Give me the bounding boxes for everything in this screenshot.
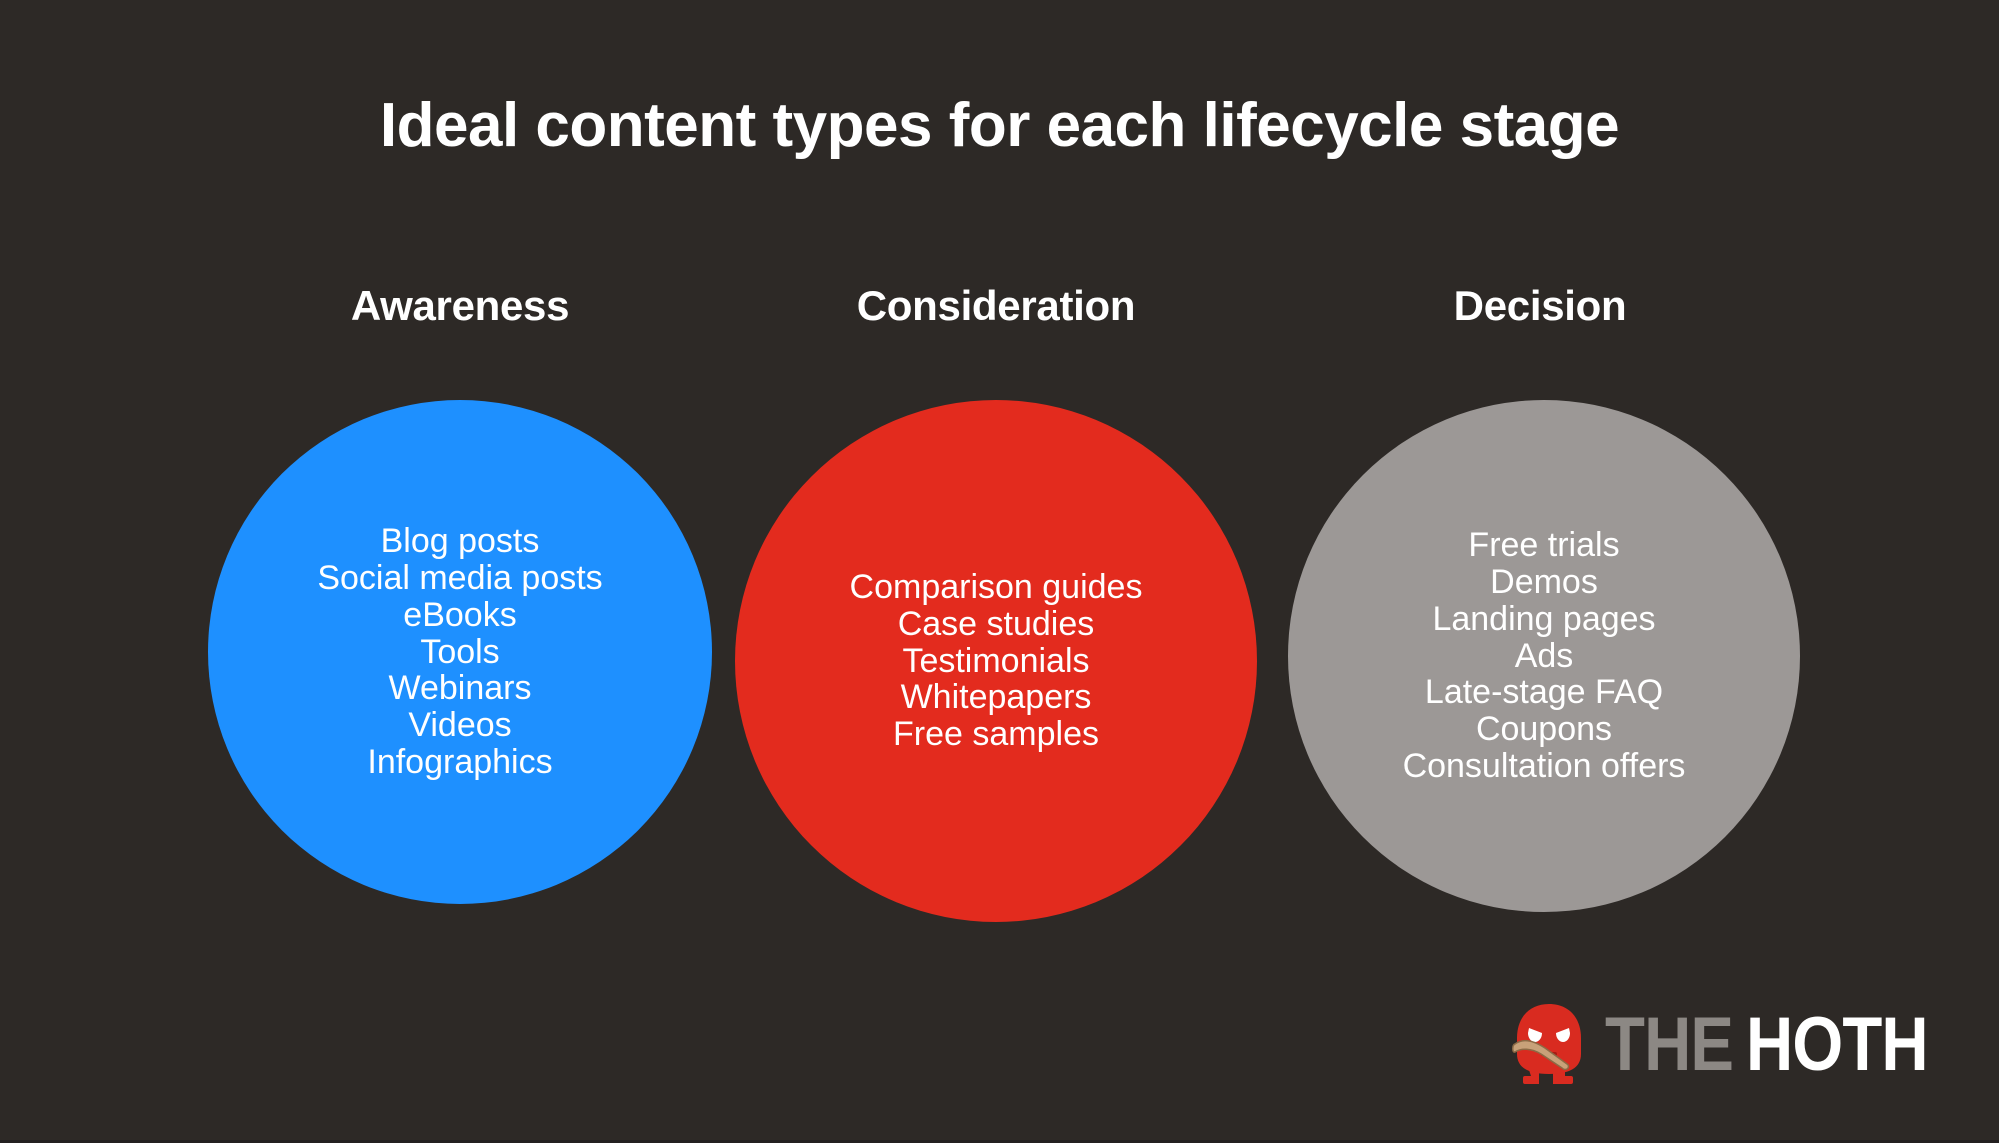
logo-the-text: THE bbox=[1604, 1002, 1734, 1087]
stage-item-list-decision: Free trials Demos Landing pages Ads Late… bbox=[1288, 527, 1800, 784]
list-item: Testimonials bbox=[902, 641, 1090, 680]
list-item: Videos bbox=[408, 706, 512, 745]
list-item: Whitepapers bbox=[900, 678, 1092, 717]
bottom-rule bbox=[0, 1140, 1999, 1143]
list-item: Case studies bbox=[897, 604, 1095, 643]
logo-wordmark: THE HOTH bbox=[1605, 1007, 1957, 1083]
stage-bubble-awareness: Blog posts Social media posts eBooks Too… bbox=[208, 400, 712, 904]
list-item: Webinars bbox=[388, 669, 532, 708]
brand-logo: THE HOTH bbox=[1511, 999, 1957, 1091]
list-item: Free samples bbox=[893, 715, 1099, 754]
list-item: Coupons bbox=[1475, 710, 1613, 749]
list-item: Blog posts bbox=[380, 522, 540, 561]
list-item: Comparison guides bbox=[849, 568, 1143, 607]
stage-heading-decision: Decision bbox=[1453, 282, 1627, 329]
list-item: eBooks bbox=[403, 595, 517, 634]
list-item: Consultation offers bbox=[1402, 746, 1686, 785]
stage-item-list-consideration: Comparison guides Case studies Testimoni… bbox=[735, 569, 1257, 753]
stage-heading-awareness: Awareness bbox=[350, 282, 570, 329]
list-item: Demos bbox=[1490, 563, 1598, 602]
list-item: Ads bbox=[1514, 636, 1574, 675]
list-item: Infographics bbox=[367, 742, 553, 781]
list-item: Tools bbox=[420, 632, 500, 671]
stage-bubble-consideration: Comparison guides Case studies Testimoni… bbox=[735, 400, 1257, 922]
stage-bubble-decision: Free trials Demos Landing pages Ads Late… bbox=[1288, 400, 1800, 912]
hoth-mascot-icon bbox=[1511, 1004, 1581, 1084]
stage-heading-consideration: Consideration bbox=[856, 282, 1136, 329]
list-item: Free trials bbox=[1468, 526, 1620, 565]
page-title: Ideal content types for each lifecycle s… bbox=[379, 91, 1620, 160]
list-item: Late-stage FAQ bbox=[1424, 673, 1664, 712]
list-item: Social media posts bbox=[317, 559, 603, 598]
stage-item-list-awareness: Blog posts Social media posts eBooks Too… bbox=[208, 523, 712, 780]
logo-hoth-text: HOTH bbox=[1745, 1002, 1929, 1087]
list-item: Landing pages bbox=[1432, 599, 1656, 638]
